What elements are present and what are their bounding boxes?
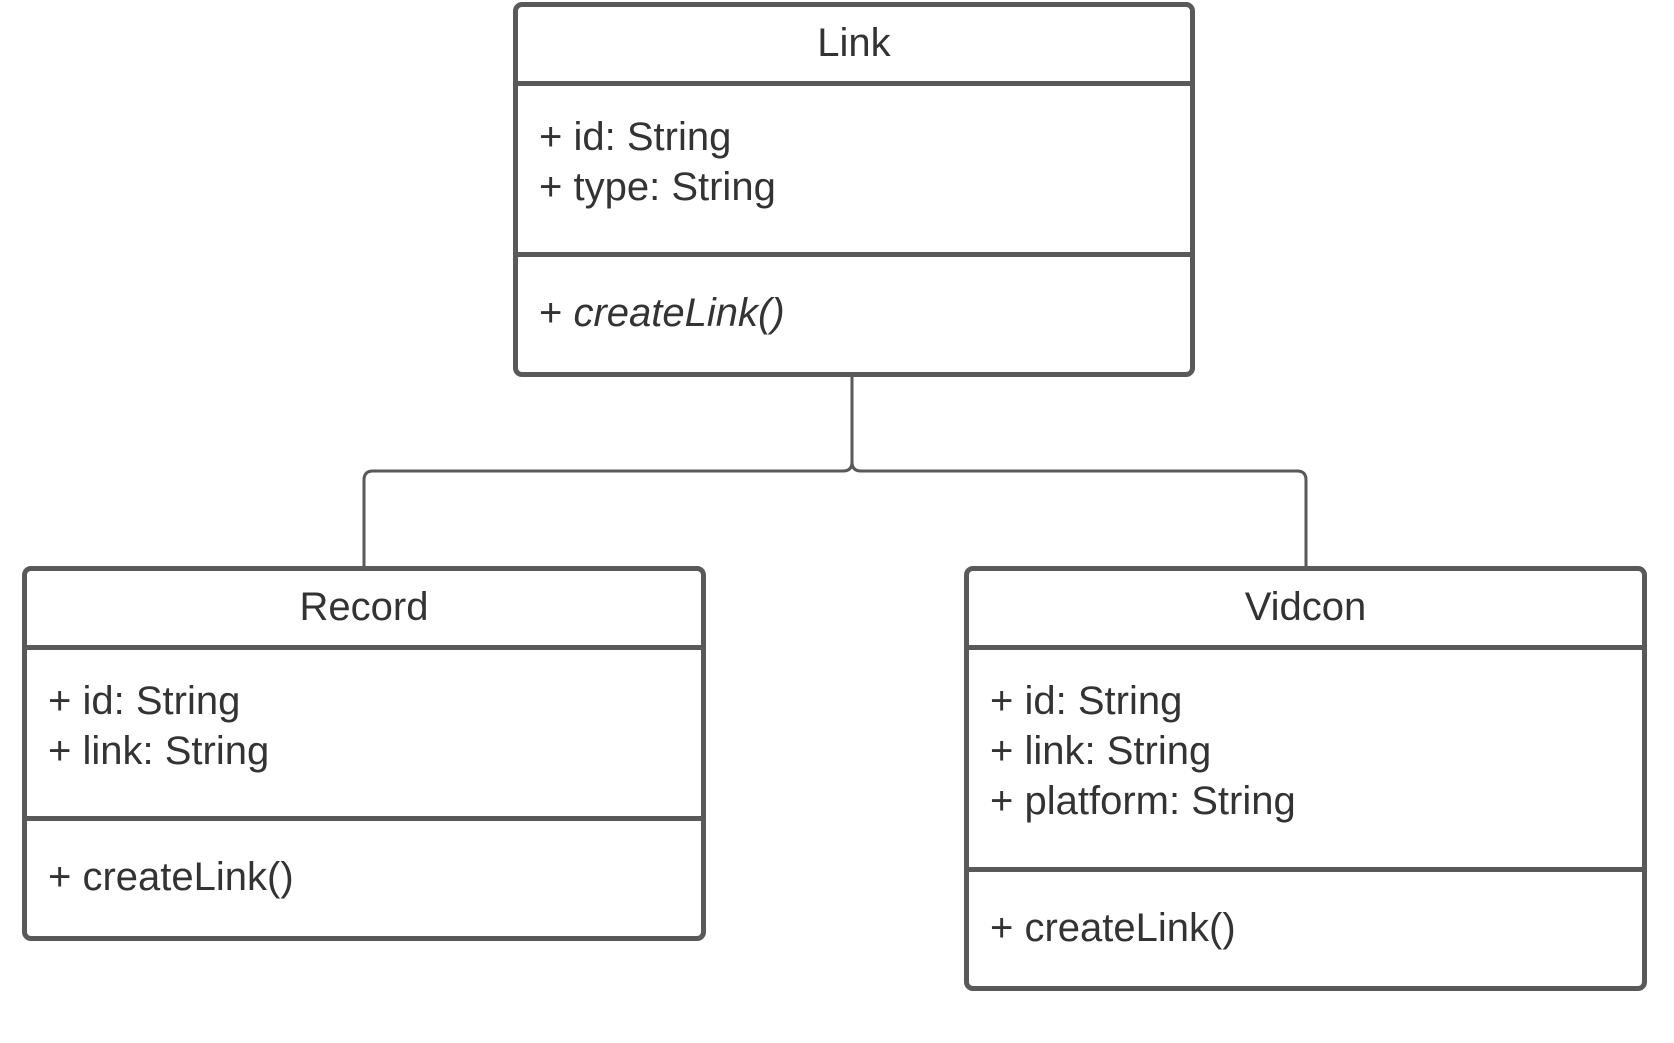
method-line: + createLink() [48,852,701,902]
methods-compartment: + createLink() [969,872,1642,953]
visibility-marker: + [539,115,574,159]
visibility-marker: + [990,679,1025,723]
methods-compartment: + createLink() [518,257,1190,338]
visibility-marker: + [48,855,83,899]
attribute-line: + type: String [539,162,1190,212]
visibility-marker: + [48,729,83,773]
method-text: createLink() [1024,906,1236,950]
method-line: + createLink() [539,288,1190,338]
method-text: createLink() [82,855,294,899]
attribute-line: + id: String [990,676,1642,726]
class-name: Vidcon [969,571,1642,650]
visibility-marker: + [990,906,1025,950]
attribute-text: id: String [82,679,241,723]
attributes-compartment: + id: String + link: String + platform: … [969,650,1642,872]
method-line: + createLink() [990,903,1642,953]
attribute-line: + id: String [48,676,701,726]
method-text: createLink() [573,291,785,335]
visibility-marker: + [539,291,574,335]
visibility-marker: + [48,679,83,723]
connector-record-branch [362,461,854,567]
attribute-line: + link: String [48,726,701,776]
attribute-text: platform: String [1024,779,1296,823]
attribute-line: + platform: String [990,776,1642,826]
class-link[interactable]: Link + id: String + type: String + creat… [513,2,1195,377]
connector-vidcon-branch [850,461,1308,567]
attribute-line: + id: String [539,112,1190,162]
attribute-text: type: String [573,165,776,209]
visibility-marker: + [539,165,574,209]
class-record[interactable]: Record + id: String + link: String + cre… [22,566,706,941]
class-vidcon[interactable]: Vidcon + id: String + link: String + pla… [964,566,1647,991]
class-name: Link [518,7,1190,86]
attribute-text: id: String [1024,679,1183,723]
visibility-marker: + [990,729,1025,773]
class-name: Record [27,571,701,650]
attribute-text: link: String [1024,729,1212,773]
attribute-text: link: String [82,729,270,773]
attributes-compartment: + id: String + link: String [27,650,701,821]
attribute-line: + link: String [990,726,1642,776]
attribute-text: id: String [573,115,732,159]
visibility-marker: + [990,779,1025,823]
attributes-compartment: + id: String + type: String [518,86,1190,257]
methods-compartment: + createLink() [27,821,701,902]
